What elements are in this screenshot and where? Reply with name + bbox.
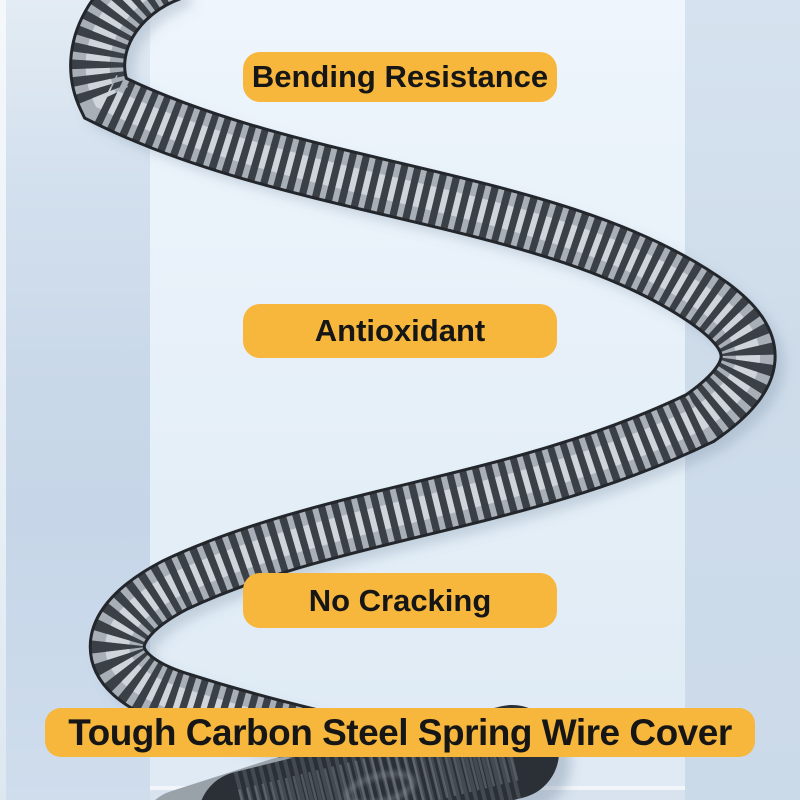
feature-badge-bending-resistance: Bending Resistance (243, 52, 557, 102)
background-left-column (0, 0, 150, 800)
product-title-banner: Tough Carbon Steel Spring Wire Cover (45, 708, 755, 757)
feature-badge-label: Bending Resistance (251, 59, 549, 94)
background-right-column (685, 0, 800, 800)
feature-badge-label: Antioxidant (314, 313, 486, 348)
background-left-edge-strip (0, 0, 6, 800)
feature-badge-no-cracking: No Cracking (243, 573, 557, 628)
product-title-text: Tough Carbon Steel Spring Wire Cover (68, 711, 732, 753)
feature-badge-label: No Cracking (308, 582, 492, 618)
panel-bottom-strip (150, 790, 685, 800)
background-center-panel (150, 0, 685, 786)
feature-badge-antioxidant: Antioxidant (243, 304, 557, 358)
